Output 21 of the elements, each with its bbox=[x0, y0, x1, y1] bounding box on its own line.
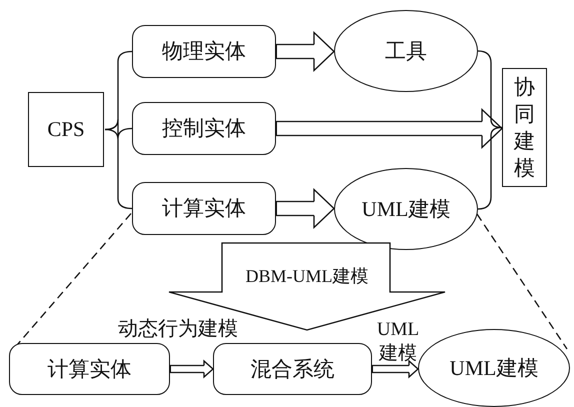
entity-box: 计算实体 bbox=[132, 182, 276, 235]
block-arrow bbox=[276, 108, 503, 148]
block-arrow bbox=[276, 188, 335, 228]
block-arrow bbox=[170, 360, 214, 378]
entity-box: 控制实体 bbox=[132, 102, 276, 155]
brace bbox=[478, 50, 502, 128]
brace bbox=[104, 118, 132, 140]
dashed-line bbox=[476, 214, 568, 350]
system-box: CPS bbox=[28, 92, 104, 167]
modeling-box: 协同建模 bbox=[502, 68, 547, 187]
system-box: 混合系统 bbox=[213, 343, 372, 395]
brace bbox=[478, 126, 502, 210]
modeling-ellipse: UML建模 bbox=[418, 329, 570, 407]
dashed-line bbox=[16, 213, 132, 346]
entity-box: 物理实体 bbox=[132, 25, 276, 78]
block-arrow bbox=[372, 360, 419, 378]
block-arrow bbox=[276, 32, 335, 72]
brace bbox=[104, 128, 132, 210]
entity-box: 计算实体 bbox=[9, 343, 170, 395]
tool-ellipse: 工具 bbox=[334, 10, 478, 92]
modeling-ellipse: UML建模 bbox=[334, 168, 478, 250]
